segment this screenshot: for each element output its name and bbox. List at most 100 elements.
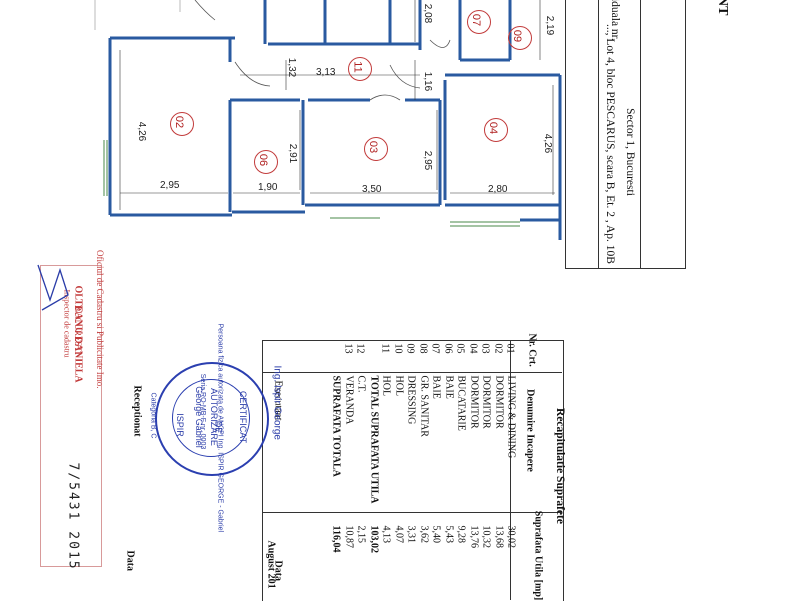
authorization-stamp-inner <box>172 379 250 457</box>
table-row-4-nr: 04 <box>467 343 478 354</box>
floor-plan <box>94 0 562 240</box>
table-row-5-nr: 05 <box>454 343 466 354</box>
table-row-total-util-name: TOTAL SUPRAFATA UTILA <box>368 375 379 504</box>
table-row-10-area: 4,07 <box>393 525 404 544</box>
area-table <box>262 340 564 601</box>
room-07-label: 07 <box>470 13 483 27</box>
room-09-label: 09 <box>511 29 524 43</box>
dim-280: 2,80 <box>488 184 508 195</box>
dim-426-left: 4,26 <box>136 121 148 142</box>
table-row-2-name: DORMITOR <box>493 375 504 429</box>
table-row-3-area: 10,32 <box>480 525 492 549</box>
stamp-line-6: ISPIR <box>174 413 185 437</box>
dim-426-right: 4,26 <box>542 133 554 154</box>
table-row-9-area: 3,31 <box>405 525 417 544</box>
table-row-1-area: 30,02 <box>505 525 517 549</box>
dim-132: 1,32 <box>286 57 298 78</box>
table-row-total-area: 116,04 <box>330 525 342 553</box>
title-block-divider-2 <box>640 0 641 268</box>
room-marker-04 <box>484 118 508 142</box>
stamp-line-5: George Gabriel <box>193 386 204 448</box>
room-marker-11 <box>348 57 372 81</box>
room-marker-02 <box>170 112 194 136</box>
dim-350: 3,50 <box>362 184 382 195</box>
header-sector: Sector 1, Bucuresti <box>624 108 636 196</box>
table-row-3-name: DORMITOR <box>480 375 492 429</box>
table-row-extra-1-area: 2,15 <box>355 525 367 544</box>
table-row-9-name: DRESSING <box>405 375 417 425</box>
area-table-col-sep-1 <box>262 372 562 373</box>
table-row-9-nr: 09 <box>404 343 416 354</box>
table-row-6-name: BAIE <box>443 375 454 399</box>
room-04-label: 04 <box>487 121 500 135</box>
header-individuala: ividuala nr. <box>609 0 621 41</box>
exec-date: August 201 <box>265 540 277 589</box>
table-col-nr: Nr. Crt. <box>526 333 538 367</box>
table-row-5-area: 9,28 <box>455 525 467 544</box>
table-row-8-name: GR. SANITAR <box>418 375 429 437</box>
exec-name: Ing. Ispir George <box>271 365 283 440</box>
area-table-col-sep-2 <box>262 512 562 513</box>
table-row-extra-1-name: C.T. <box>355 375 367 393</box>
room-marker-07 <box>467 10 491 34</box>
dim-208: 2,08 <box>422 3 434 24</box>
room-11-label: 11 <box>351 61 364 73</box>
table-col-denumire: Denumire Incapere <box>524 389 536 472</box>
area-table-row-sep <box>510 340 511 600</box>
recep-label: Receptionat <box>131 385 143 437</box>
title-block-divider-3 <box>685 0 686 268</box>
table-row-extra-1-nr: 12 <box>354 343 366 354</box>
dim-116: 1,16 <box>422 71 434 92</box>
stamp-line-3: AUTORIZARE <box>208 388 219 446</box>
dim-190: 1,90 <box>258 182 278 193</box>
room-02-label: 02 <box>173 115 186 129</box>
room-marker-06 <box>254 150 278 174</box>
table-row-total-util-area: 103,02 <box>368 525 379 554</box>
room-marker-03 <box>364 137 388 161</box>
table-row-1-name: LIVING & DINING <box>505 375 517 459</box>
table-row-7-name: BAIE <box>430 375 442 399</box>
table-row-5-name: BUCATARIE <box>455 375 467 431</box>
table-row-6-area: 5,43 <box>443 525 454 544</box>
dim-219: 2,19 <box>544 15 556 36</box>
table-row-4-area: 13,76 <box>468 525 479 549</box>
table-row-10-name: HOL <box>393 375 404 397</box>
stamp-line-7: Categoria B, C <box>149 392 157 439</box>
table-row-extra-2-name: VERANDA <box>343 375 354 425</box>
authorization-stamp <box>155 362 269 476</box>
table-row-8-nr: 08 <box>417 343 428 354</box>
dim-291: 2,91 <box>287 143 299 164</box>
stamp-line-1: CERTIFICAT <box>238 390 249 444</box>
table-row-10-nr: 10 <box>392 343 403 354</box>
recep-data-label: Data <box>124 550 136 572</box>
ocpi-stamp-frame <box>40 265 102 567</box>
table-row-1-nr: 01 <box>504 343 516 354</box>
dim-313: 3,13 <box>316 67 336 78</box>
table-row-11-name: HOL <box>380 375 392 397</box>
table-row-7-nr: 07 <box>429 343 441 354</box>
header-title-fragment: NT <box>715 0 730 16</box>
table-row-3-nr: 03 <box>479 343 491 354</box>
dim-295-horiz: 2,95 <box>160 180 180 191</box>
table-row-2-nr: 02 <box>492 343 503 354</box>
room-03-label: 03 <box>367 140 380 154</box>
table-row-total-name: SUPRAFATA TOTALA <box>330 375 342 477</box>
title-block-divider-1 <box>598 0 599 268</box>
table-row-6-nr: 06 <box>442 343 453 354</box>
room-marker-09 <box>508 26 532 50</box>
table-row-8-area: 3,62 <box>418 525 429 544</box>
ocpi-line-1: Oficiul de Cadastru si Publicitate Imo. <box>95 250 105 389</box>
table-row-extra-2-area: 10,87 <box>343 525 354 549</box>
table-row-11-nr: 11 <box>379 343 391 354</box>
table-row-extra-2-nr: 13 <box>342 343 353 354</box>
room-06-label: 06 <box>257 153 270 167</box>
handwritten-number: 7/5431 2015 <box>65 462 81 571</box>
table-row-2-area: 13,68 <box>493 525 504 549</box>
signature <box>37 264 69 311</box>
table-title: Recapitulatie Suprafete <box>554 408 566 524</box>
table-row-11-area: 4,13 <box>380 525 392 544</box>
dim-295-vert: 2,95 <box>422 150 434 171</box>
table-col-suprafata: Suprafata Utila [mp] <box>532 510 544 601</box>
table-row-4-name: DORMITOR <box>468 375 479 429</box>
title-block <box>565 0 686 269</box>
